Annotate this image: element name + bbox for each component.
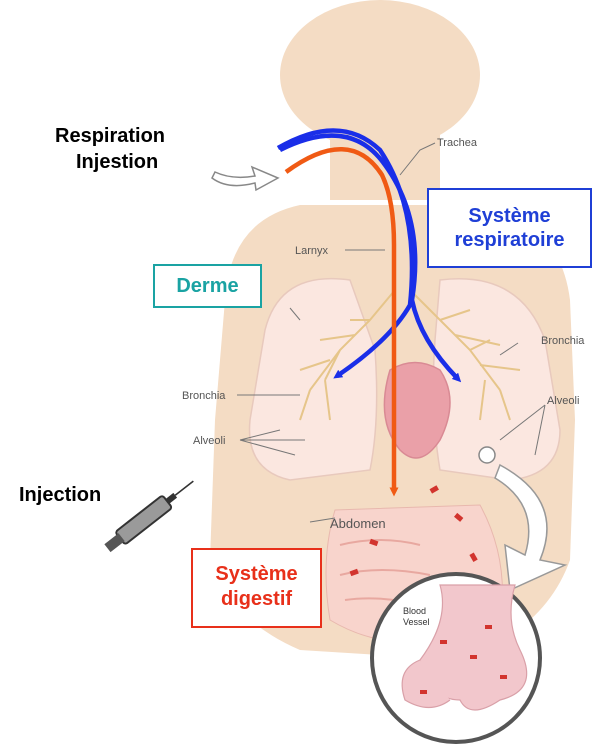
syringe-icon bbox=[103, 475, 199, 555]
bronchia-left-label: Bronchia bbox=[182, 390, 226, 402]
systeme-respiratoire-label-1: Système bbox=[429, 204, 590, 228]
blood-vessel-label-2: Vessel bbox=[403, 617, 430, 627]
blood-vessel-label-1: Blood bbox=[403, 606, 426, 616]
systeme-digestif-label-2: digestif bbox=[193, 587, 320, 612]
alveoli-inset bbox=[372, 574, 540, 742]
systeme-respiratoire-box: Système respiratoire bbox=[427, 188, 592, 268]
larynx-label: Larnyx bbox=[295, 245, 329, 257]
derme-label: Derme bbox=[176, 275, 238, 297]
systeme-respiratoire-label-2: respiratoire bbox=[429, 228, 590, 252]
entry-arrow bbox=[212, 167, 278, 190]
alveoli-focus bbox=[479, 447, 495, 463]
injection-label: Injection bbox=[19, 483, 101, 507]
bronchia-right-label: Bronchia bbox=[541, 335, 585, 347]
alveoli-left-label: Alveoli bbox=[193, 435, 225, 447]
respiration-label: Respiration bbox=[55, 124, 165, 148]
head bbox=[280, 0, 480, 150]
trachea-label: Trachea bbox=[437, 137, 478, 149]
derme-box: Derme bbox=[153, 264, 262, 308]
abdomen-label: Abdomen bbox=[330, 516, 386, 531]
systeme-digestif-label-1: Système bbox=[193, 562, 320, 587]
alveoli-right-label: Alveoli bbox=[547, 395, 579, 407]
injestion-label: Injestion bbox=[76, 150, 158, 174]
systeme-digestif-box: Système digestif bbox=[191, 548, 322, 628]
